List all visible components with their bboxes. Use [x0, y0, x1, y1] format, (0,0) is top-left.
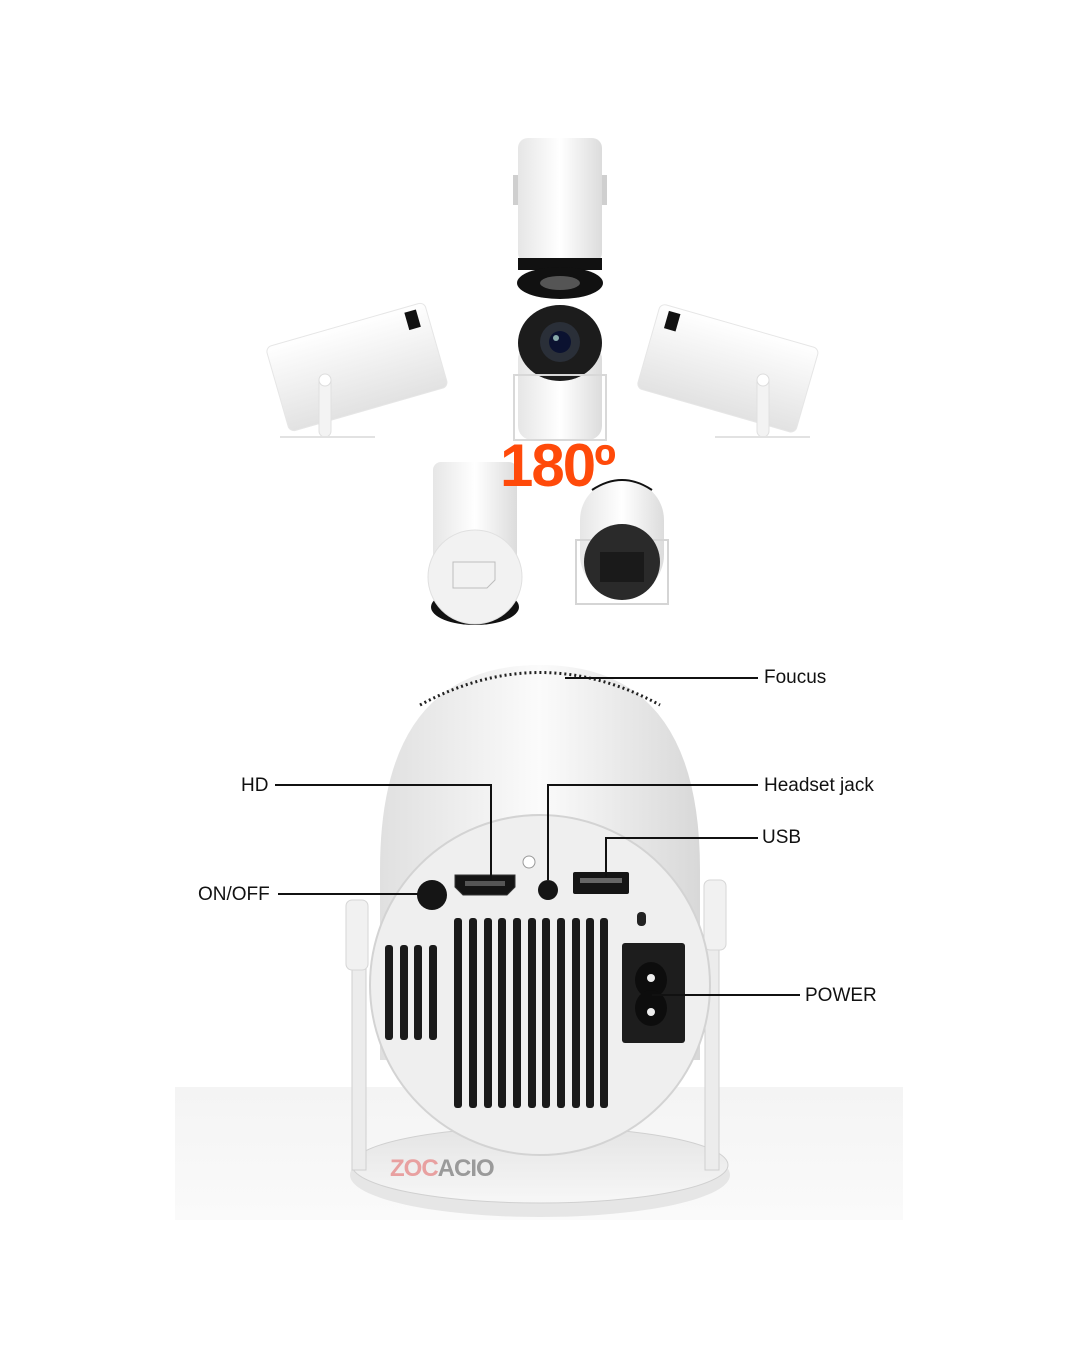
on-off-label: ON/OFF	[198, 884, 270, 905]
headset-jack-label: Headset jack	[764, 775, 874, 796]
watermark-part2: ACIO	[437, 1155, 495, 1182]
onoff-callout-line	[278, 893, 418, 895]
rotation-views-illustration	[266, 138, 819, 625]
power-label: POWER	[805, 985, 877, 1006]
hd-callout-line-h	[275, 784, 491, 786]
projector-view-down	[427, 462, 523, 625]
projector-view-back	[575, 479, 669, 605]
headset-callout-line-v	[547, 784, 549, 880]
power-callout-line	[652, 994, 800, 996]
watermark-part1: ZOC	[390, 1155, 439, 1182]
projector-view-left-tilt	[266, 302, 448, 432]
projector-view-right-tilt	[637, 304, 819, 433]
watermark-logo: ZOCACIO	[390, 1155, 495, 1183]
headset-callout-line-h	[548, 784, 758, 786]
projector-view-up	[513, 138, 607, 299]
rotation-angle-label: 180º	[500, 432, 616, 499]
hd-label: HD	[241, 775, 269, 796]
projector-view-front	[513, 305, 607, 441]
usb-label: USB	[762, 827, 802, 848]
usb-callout-line-v	[605, 837, 607, 877]
headset-jack-icon	[538, 880, 558, 900]
focus-callout-line	[565, 677, 758, 679]
hd-callout-line-v	[490, 784, 492, 880]
usb-callout-line-h	[606, 837, 758, 839]
power-button-icon	[417, 880, 447, 910]
back-panel-illustration	[345, 665, 730, 1217]
focus-label: Foucus	[764, 667, 827, 688]
